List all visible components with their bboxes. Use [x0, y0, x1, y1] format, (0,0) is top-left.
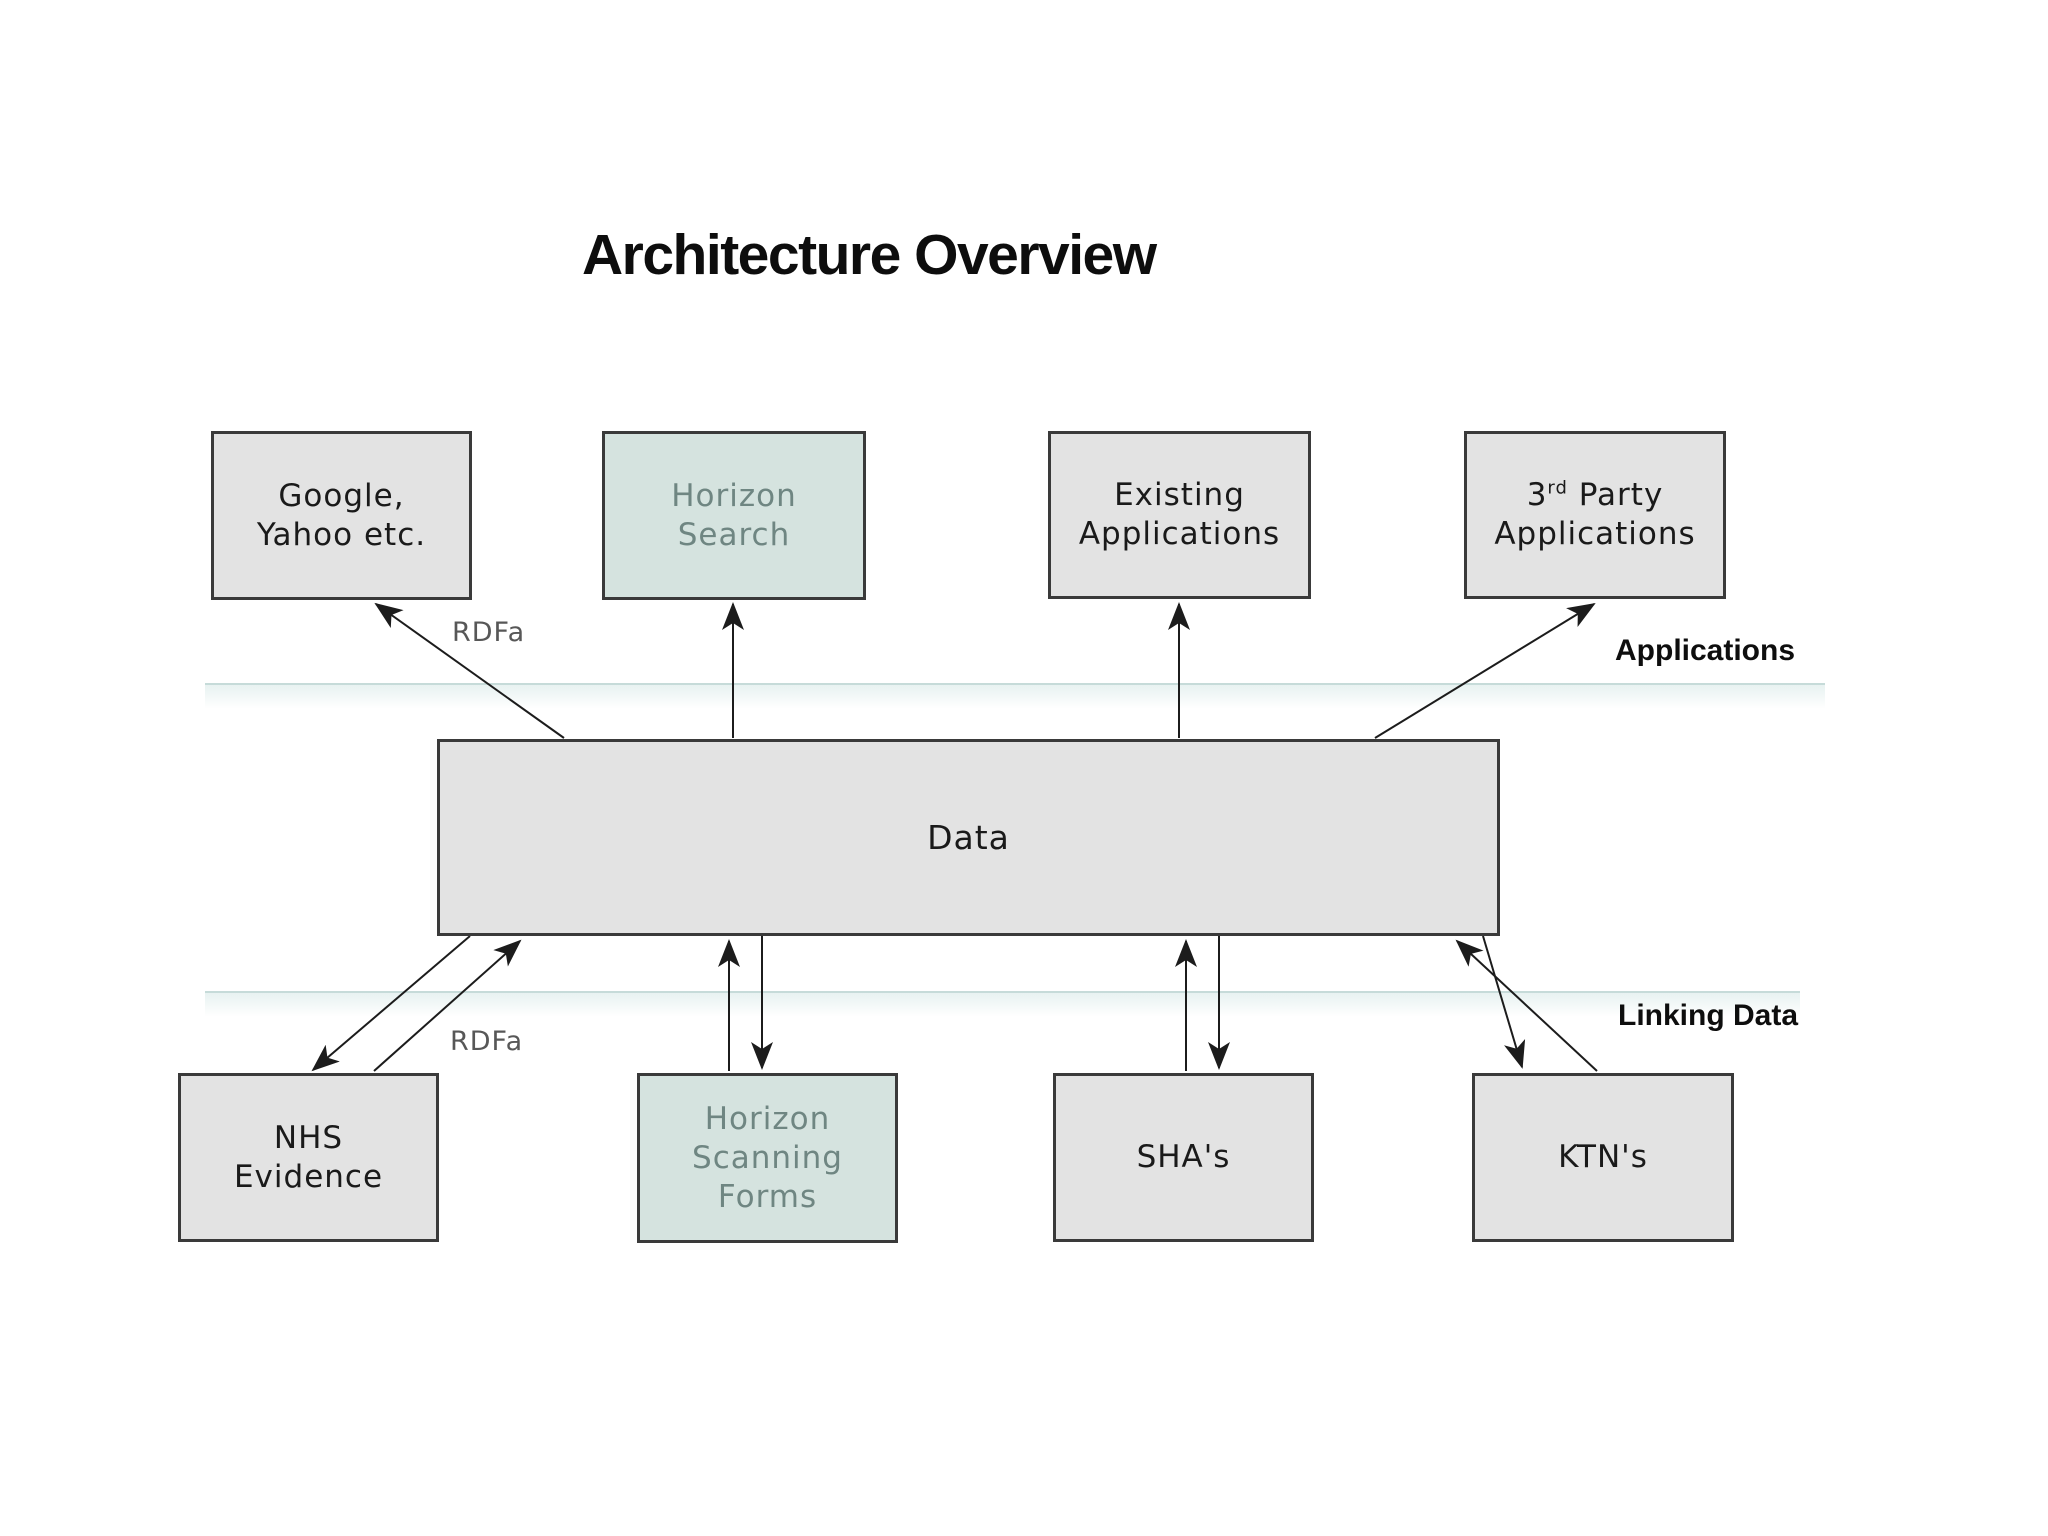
applications-divider-shading: [205, 685, 1825, 709]
node-shas: SHA's: [1053, 1073, 1314, 1242]
node-horizon-scanning-forms: Horizon Scanning Forms: [637, 1073, 898, 1243]
node-label-line: Applications: [1078, 516, 1281, 552]
node-third-party-applications: 3rd Party Applications: [1464, 431, 1726, 599]
linking-data-section-label: Linking Data: [1618, 999, 1799, 1032]
linking-data-divider-line: [205, 991, 1800, 993]
node-label-line: Existing: [1114, 477, 1245, 513]
node-label-line: Horizon: [704, 1100, 831, 1137]
applications-section-label: Applications: [1615, 634, 1796, 667]
arrow-nhs-evidence-to-data-rdfa: [373, 939, 522, 1072]
node-ktns: KTN's: [1472, 1073, 1734, 1242]
node-nhs-evidence: NHS Evidence: [178, 1073, 439, 1242]
ordinal-suffix: rd: [1547, 477, 1568, 499]
node-label-line: Search: [677, 516, 791, 553]
node-label-line: 3rd Party: [1526, 477, 1664, 513]
arrow-ktns-to-data: [1455, 939, 1598, 1072]
arrow-data-to-ktns: [1482, 935, 1526, 1069]
node-google-yahoo: Google, Yahoo etc.: [211, 431, 472, 600]
arrow-data-to-third-party-apps: [1374, 602, 1596, 739]
node-horizon-search: Horizon Search: [602, 431, 866, 600]
page-title: Architecture Overview: [582, 223, 1157, 287]
node-label-line: Data: [927, 818, 1010, 857]
node-label-line: Scanning: [692, 1139, 843, 1176]
node-label-line: Horizon: [671, 477, 797, 514]
node-label-line: Yahoo etc.: [256, 516, 427, 553]
node-label-line: Google,: [278, 477, 405, 514]
node-label-line: NHS: [273, 1119, 344, 1156]
node-label-line: KTN's: [1558, 1139, 1648, 1175]
node-existing-applications: Existing Applications: [1048, 431, 1311, 599]
arrow-data-to-nhs-evidence: [311, 935, 471, 1072]
node-data-bus: Data: [437, 739, 1500, 936]
rdfa-annotation-bottom: RDFa: [450, 1026, 524, 1057]
node-label-line: SHA's: [1136, 1139, 1231, 1175]
arrow-data-to-google-rdfa: [374, 602, 565, 739]
node-label-line: Forms: [717, 1178, 818, 1215]
node-label-line: Applications: [1494, 516, 1696, 552]
node-label-line: Evidence: [233, 1158, 384, 1195]
applications-divider-line: [205, 683, 1825, 685]
rdfa-annotation-top: RDFa: [452, 617, 526, 648]
